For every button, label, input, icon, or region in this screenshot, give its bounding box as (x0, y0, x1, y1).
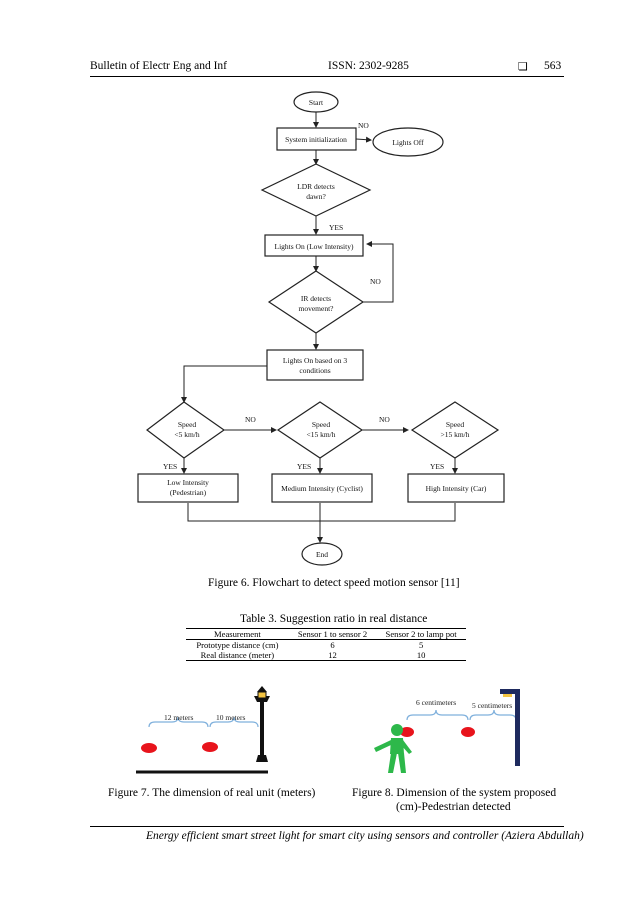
label-6-centimeters: 6 centimeters (416, 698, 456, 707)
column-header: Sensor 2 to lamp pot (376, 628, 466, 640)
speed1-line2: <5 km/h (174, 430, 200, 439)
lights-on-node: Lights On (Low Intensity) (275, 242, 354, 251)
table-cell: Real distance (meter) (186, 650, 289, 661)
figure7-caption: Figure 7. The dimension of real unit (me… (108, 787, 316, 799)
speed1-line1: Speed (178, 420, 197, 429)
sensor-2-icon (202, 742, 218, 752)
ir-line1: IR detects (301, 294, 331, 303)
sensor-2-icon (461, 727, 475, 737)
label-10-meters: 10 meters (216, 713, 245, 722)
yes-label-a: YES (163, 462, 177, 471)
end-node: End (316, 550, 328, 559)
yes-label-1: YES (329, 223, 343, 232)
lights-off-node: Lights Off (392, 138, 424, 147)
ldr-line2: dawn? (306, 192, 326, 201)
init-node: System initialization (285, 135, 347, 144)
label-5-centimeters: 5 centimeters (472, 701, 512, 710)
figure6-caption: Figure 6. Flowchart to detect speed moti… (208, 577, 460, 589)
brace-icon (406, 709, 517, 721)
table-cell: 12 (288, 650, 377, 661)
table-cell: 10 (376, 650, 466, 661)
flowchart: Start System initialization Lights Off L… (137, 91, 505, 566)
table3-title: Table 3. Suggestion ratio in real distan… (240, 613, 428, 625)
header-rule (90, 76, 564, 77)
issn: ISSN: 2302-9285 (328, 60, 409, 72)
table-cell: Prototype distance (cm) (196, 640, 279, 650)
yes-label-c: YES (430, 462, 444, 471)
speed2-line1: Speed (312, 420, 331, 429)
table-cell: 5 (418, 640, 424, 650)
ir-line2: movement? (299, 304, 335, 313)
cond-line1: Lights On based on 3 (283, 356, 347, 365)
column-header: Measurement (186, 628, 289, 640)
figure7-illustration: 12 meters 10 meters (136, 686, 270, 774)
figure8-caption-line1: Figure 8. Dimension of the system propos… (352, 787, 557, 799)
speed3-line1: Speed (446, 420, 465, 429)
no-label-3: NO (245, 415, 256, 424)
street-lamp-icon (254, 686, 270, 762)
sensor-1-icon (141, 743, 157, 753)
no-label-4: NO (379, 415, 390, 424)
figure8-caption-line2: (cm)-Pedestrian detected (396, 801, 511, 813)
label-12-meters: 12 meters (164, 713, 193, 722)
start-node: Start (309, 98, 324, 107)
yes-label-b: YES (297, 462, 311, 471)
running-footer: Energy efficient smart street light for … (146, 830, 584, 842)
low-line1: Low Intensity (167, 478, 209, 487)
square-icon: ❏ (518, 60, 528, 73)
sensor-1-icon (400, 727, 414, 737)
table-header-row: Measurement Sensor 1 to sensor 2 Sensor … (186, 628, 466, 640)
medium-node: Medium Intensity (Cyclist) (281, 484, 363, 493)
column-header: Sensor 1 to sensor 2 (288, 628, 377, 640)
table3: Measurement Sensor 1 to sensor 2 Sensor … (186, 628, 466, 661)
footer-rule (90, 826, 564, 827)
speed3-line2: >15 km/h (440, 430, 469, 439)
high-node: High Intensity (Car) (426, 484, 487, 493)
pedestrian-icon (374, 724, 412, 773)
journal-name: Bulletin of Electr Eng and Inf (90, 60, 228, 72)
table-row: Real distance (meter) 12 10 (186, 650, 466, 661)
table-cell: 6 (330, 640, 335, 650)
low-line2: (Pedestrian) (170, 488, 207, 497)
page-number: 563 (544, 60, 562, 72)
figure8-illustration: 6 centimeters 5 centimeters (374, 689, 520, 773)
table-row: Prototype distance (cm) 6 5 (186, 640, 466, 651)
lamp-pole-icon (500, 689, 520, 766)
no-label-1: NO (358, 121, 369, 130)
speed2-line2: <15 km/h (306, 430, 335, 439)
brace-icon (148, 716, 259, 728)
cond-line2: conditions (299, 366, 330, 375)
ldr-line1: LDR detects (297, 182, 335, 191)
no-label-2: NO (370, 277, 381, 286)
